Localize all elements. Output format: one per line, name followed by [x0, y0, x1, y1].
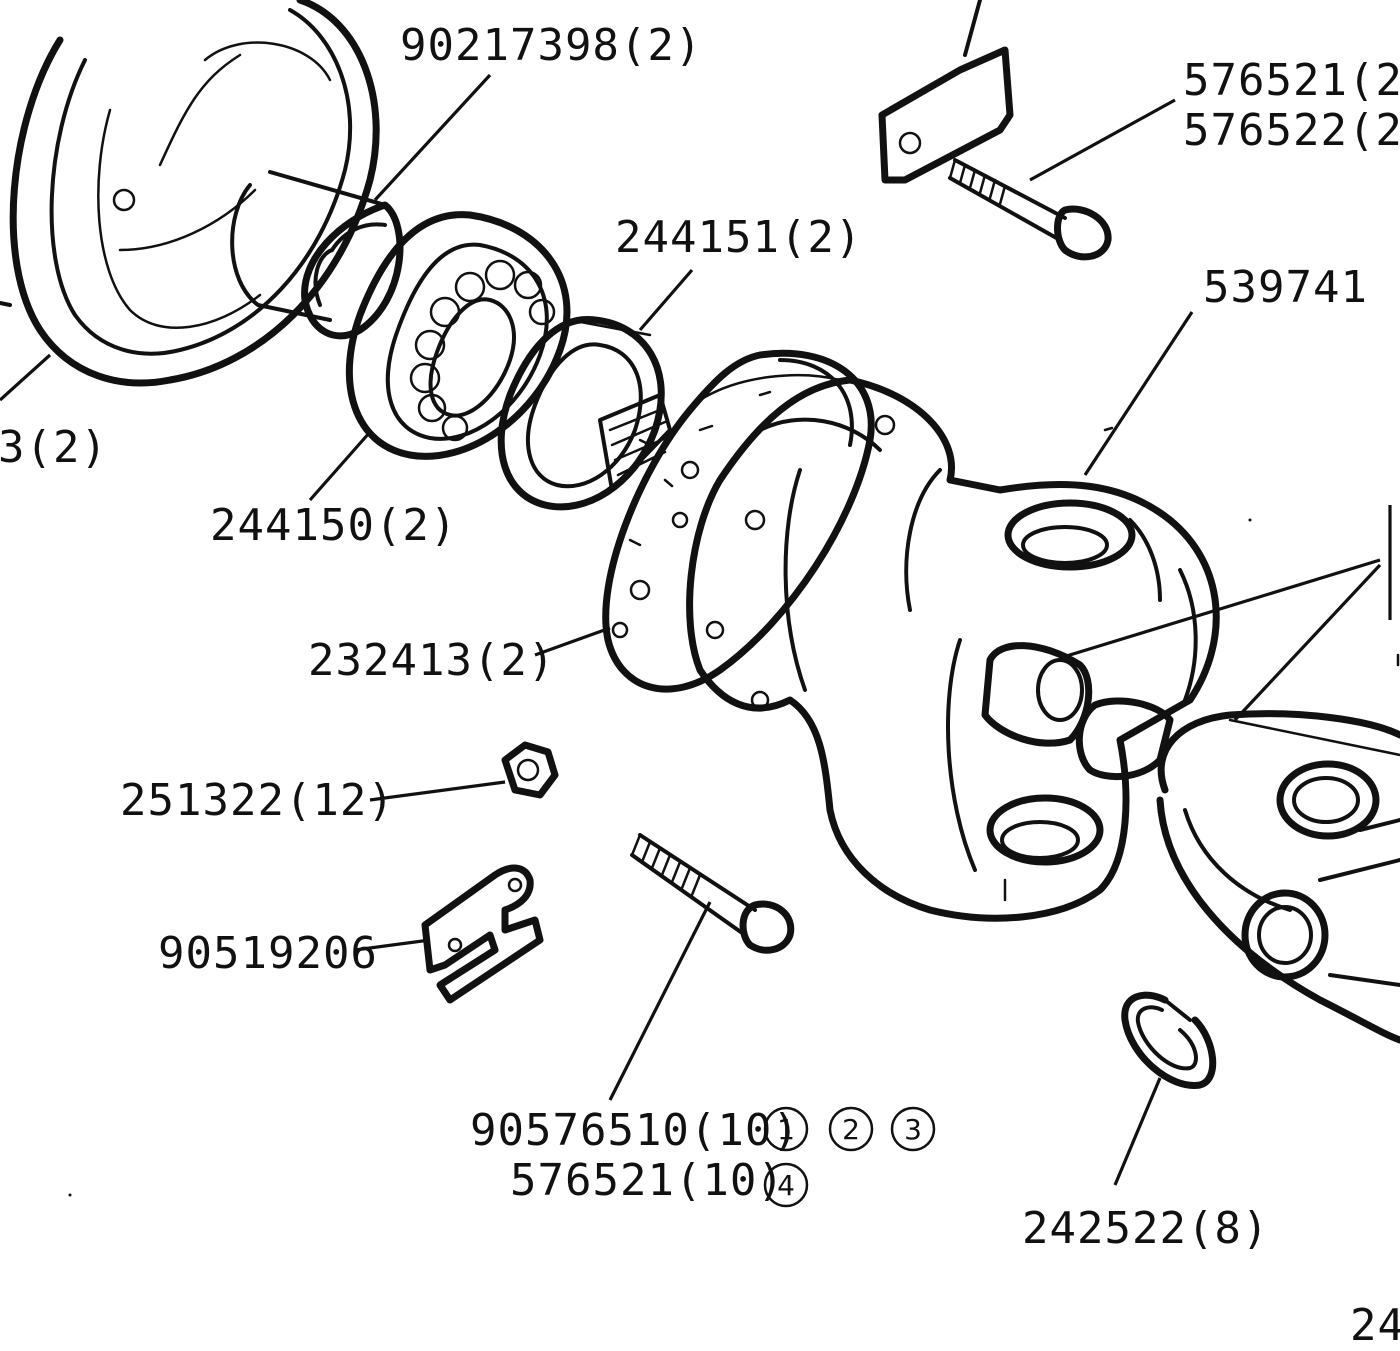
seal-244151 — [497, 315, 665, 511]
svg-text:1: 1 — [777, 1113, 795, 1146]
label-539741: 539741 — [1203, 262, 1368, 313]
svg-text:3: 3 — [904, 1113, 922, 1146]
label-244150: 244150(2) — [210, 500, 457, 551]
bushing-90217398 — [230, 170, 404, 340]
label-576521-2: 576521(2) — [1183, 55, 1400, 106]
svg-text:4: 4 — [777, 1169, 795, 1202]
part-labels: 90217398(2) 576521(2) 576522(2) 244151(2… — [0, 20, 1400, 1351]
bolt-576521 — [948, 158, 1112, 261]
label-576521-10: 576521(10) — [510, 1155, 785, 1206]
callout-2: 2 — [828, 1106, 874, 1152]
nut-251322 — [501, 741, 559, 799]
clip-90519206 — [421, 864, 544, 1004]
label-3-2-partial: 3(2) — [0, 422, 108, 473]
label-corner-number: 24 — [1350, 1300, 1400, 1351]
callout-4: 4 — [763, 1162, 809, 1208]
circlip-242522 — [1121, 991, 1217, 1089]
label-90576510: 90576510(10) — [470, 1105, 800, 1156]
label-90519206: 90519206 — [158, 928, 378, 979]
leader-lines — [0, 73, 1400, 1186]
mating-yoke — [1156, 710, 1400, 1044]
spline-shaft — [598, 393, 672, 492]
lock-plate — [878, 0, 1014, 184]
svg-text:2: 2 — [842, 1113, 860, 1146]
label-576522-2: 576522(2) — [1183, 105, 1400, 156]
label-232413: 232413(2) — [308, 635, 555, 686]
flange-drum — [0, 0, 380, 387]
label-251322: 251322(12) — [120, 775, 395, 826]
label-90217398: 90217398(2) — [400, 20, 702, 71]
flange-disk-232413 — [602, 349, 875, 693]
label-244151: 244151(2) — [615, 212, 862, 263]
bolt-90576510 — [630, 833, 795, 954]
callout-1: 1 — [763, 1106, 809, 1152]
callout-circles: 1 2 3 4 — [763, 1106, 936, 1208]
yoke-539741 — [686, 376, 1220, 922]
label-242522: 242522(8) — [1022, 1203, 1269, 1254]
callout-3: 3 — [890, 1106, 936, 1152]
bearing-244150 — [345, 211, 571, 460]
